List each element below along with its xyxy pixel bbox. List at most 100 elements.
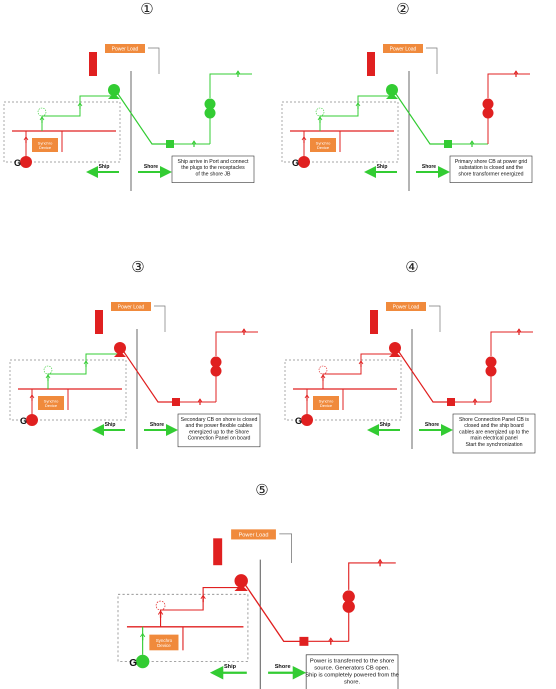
ship-cable — [322, 353, 393, 389]
flexible-cable — [395, 93, 447, 145]
ship-receptacle — [389, 342, 401, 354]
power-load-bracket — [154, 305, 166, 332]
synchro-device-label-2: Device — [320, 403, 333, 408]
description-line: Ship is completely powered from the — [305, 673, 399, 679]
transformer-coil-upper — [210, 356, 222, 368]
description-line: Shore Connection Panel CB is — [459, 417, 529, 423]
shore-arrow-label: Shore — [144, 164, 158, 170]
ship-receptacle — [114, 342, 126, 354]
connection-panel-marker — [43, 365, 53, 375]
shore-grid-line — [487, 73, 530, 98]
generator-circle — [301, 414, 313, 426]
synchro-device-box — [38, 396, 64, 410]
shore-junction-box — [299, 636, 309, 646]
synchro-device-label-1: Synchro — [156, 638, 173, 643]
generator-circle — [298, 156, 310, 168]
generator-label: G — [295, 416, 302, 426]
transformer-coil-lower — [485, 365, 497, 377]
ship-receptacle — [108, 84, 120, 96]
ship-receptacle-plug — [234, 584, 248, 591]
power-load-label: Power Load — [118, 305, 145, 311]
ship-receptacle — [234, 574, 248, 588]
transformer-coil-upper — [342, 590, 355, 603]
ship-switchboard-box — [281, 101, 399, 163]
description-line: shore. — [344, 679, 361, 685]
description-box — [305, 654, 399, 689]
ship-receptacle-plug — [386, 93, 398, 99]
description-line: Power is transferred to the shore — [310, 659, 394, 665]
ship-arrow-label: Ship — [105, 422, 116, 428]
shore-arrow-label: Shore — [275, 664, 291, 670]
step-3-number: ③ — [131, 258, 144, 276]
step-4-number: ④ — [405, 258, 418, 276]
transformer-coil-upper — [204, 98, 216, 110]
flexible-cable — [245, 584, 303, 643]
step-1-number: ① — [140, 0, 153, 18]
description-line: Connection Panel on board — [188, 436, 251, 442]
ship-receptacle — [386, 84, 398, 96]
synchro-device-label-2: Device — [157, 643, 171, 648]
power-load-box — [231, 529, 276, 540]
synchro-device-label-1: Synchro — [38, 141, 53, 146]
power-load-box — [105, 44, 145, 53]
description-box — [452, 413, 536, 454]
description-line: energized up to the Shore — [189, 429, 249, 435]
step-2-number: ② — [396, 0, 409, 18]
power-load-label: Power Load — [239, 533, 269, 539]
description-line: substation is closed and the — [459, 165, 523, 171]
shore-grid-line — [348, 562, 396, 590]
description-line: and the power flexible cables — [186, 423, 253, 429]
synchro-device-label-1: Synchro — [316, 141, 331, 146]
description-line: Start the synchronization — [465, 442, 522, 448]
load-bar-indicator — [95, 310, 103, 334]
synchro-device-label-2: Device — [317, 145, 330, 150]
generator-label: G — [129, 658, 137, 669]
synchro-device-box — [32, 138, 58, 152]
generator-circle — [20, 156, 32, 168]
description-line: Ship arrive in Port and connect — [178, 159, 249, 165]
generator-label: G — [14, 158, 21, 168]
shore-arrow-label: Shore — [425, 422, 439, 428]
load-bar-indicator — [213, 538, 223, 566]
generator-circle — [26, 414, 38, 426]
description-line: main electrical panel — [470, 436, 517, 442]
load-bar-indicator — [367, 52, 375, 76]
shore-arrow-label: Shore — [422, 164, 436, 170]
ship-cable — [47, 353, 118, 389]
generator-label: G — [20, 416, 27, 426]
description-line: Primary shore CB at power grid — [455, 159, 527, 165]
ship-switchboard-box — [9, 359, 127, 421]
power-load-bracket — [279, 533, 292, 563]
synchro-device-box — [313, 396, 339, 410]
description-line: shore transformer energized — [458, 171, 523, 177]
flexible-cable — [123, 351, 175, 403]
synchro-device-box — [310, 138, 336, 152]
transformer-coil-upper — [482, 98, 494, 110]
synchro-device-label-1: Synchro — [319, 399, 334, 404]
description-line: source. Generators CB open. — [314, 666, 390, 672]
power-load-label: Power Load — [112, 47, 139, 53]
ship-receptacle-plug — [108, 93, 120, 99]
flexible-cable — [398, 351, 450, 403]
description-box — [449, 155, 533, 183]
shore-junction-box — [444, 140, 452, 148]
synchro-device-label-2: Device — [45, 403, 58, 408]
ship-arrow-label: Ship — [99, 164, 110, 170]
synchro-device-label-1: Synchro — [44, 399, 59, 404]
power-load-bracket — [426, 47, 438, 74]
ship-receptacle-plug — [389, 351, 401, 357]
shore-junction-box — [172, 398, 180, 406]
shore-junction-box — [166, 140, 174, 148]
shore-arrow-label: Shore — [150, 422, 164, 428]
ship-arrow-label: Ship — [224, 664, 237, 670]
description-line: cables are energized up to the — [459, 429, 529, 435]
ship-cable — [160, 587, 239, 627]
power-load-box — [111, 302, 151, 311]
power-load-box — [386, 302, 426, 311]
power-load-bracket — [148, 47, 160, 74]
ship-cable — [319, 95, 390, 131]
description-line: of the shore JB — [196, 171, 231, 177]
